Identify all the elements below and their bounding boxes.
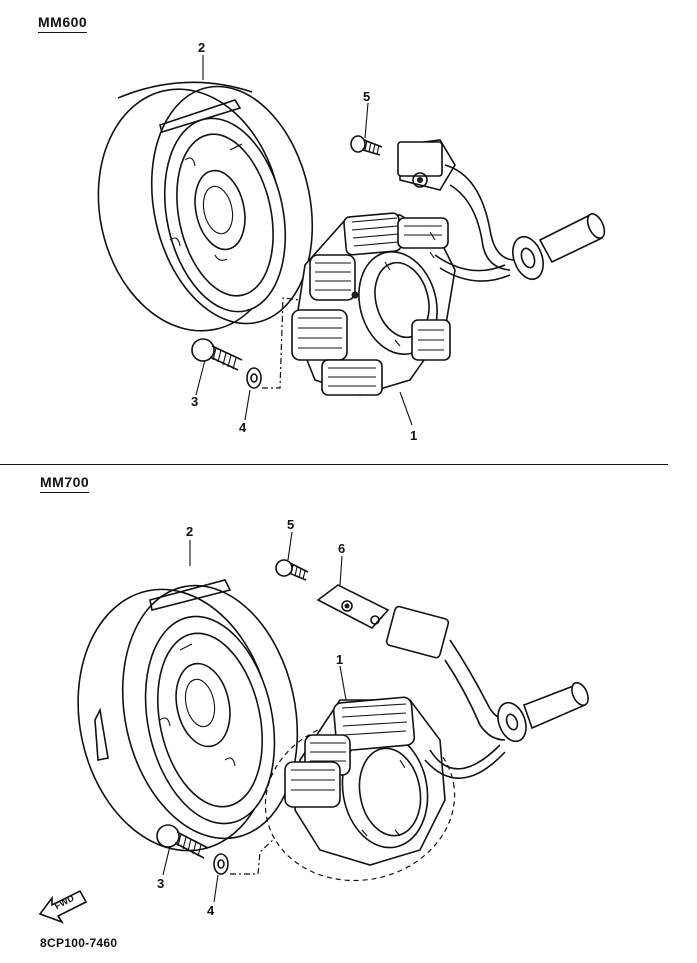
callout-bottom-4: 4 (207, 903, 215, 918)
screw-part-5-bottom (276, 560, 308, 580)
callout-top-4: 4 (239, 420, 247, 435)
callout-top-2: 2 (198, 40, 206, 55)
pickup-sensor-top (398, 140, 608, 283)
alignment-line-bottom (230, 838, 275, 874)
section-divider (0, 464, 668, 465)
stator-coil-part-1 (292, 213, 455, 395)
leader-lines-top (196, 55, 412, 425)
washer-part-4-bottom (214, 854, 228, 874)
screw-part-5-top (351, 136, 382, 155)
flywheel-rotor-part-2 (77, 71, 334, 348)
leader-lines-bottom (163, 532, 346, 902)
flywheel-rotor-part-2-bottom (55, 569, 320, 869)
section-title-mm700: MM700 (40, 474, 90, 493)
part-code: 8CP100-7460 (40, 936, 118, 950)
alignment-line-top (262, 298, 300, 388)
callout-top-5: 5 (363, 89, 371, 104)
callout-bottom-1: 1 (336, 652, 344, 667)
bolt-part-3-top (192, 339, 242, 370)
fwd-arrow-icon (40, 891, 86, 922)
pickup-sensor-bottom (386, 606, 592, 778)
bolt-part-3-bottom (157, 825, 208, 858)
callout-bottom-2: 2 (186, 524, 194, 539)
callout-bottom-3: 3 (157, 876, 165, 891)
washer-part-4-top (247, 368, 261, 388)
callout-bottom-5: 5 (287, 517, 295, 532)
section-title-mm600: MM600 (38, 14, 88, 33)
callout-top-3: 3 (191, 394, 199, 409)
callout-bottom-6: 6 (338, 541, 346, 556)
callout-top-1: 1 (410, 428, 418, 443)
bracket-plate-part-6 (318, 585, 388, 628)
stator-coil-part-1-bottom (253, 697, 468, 896)
